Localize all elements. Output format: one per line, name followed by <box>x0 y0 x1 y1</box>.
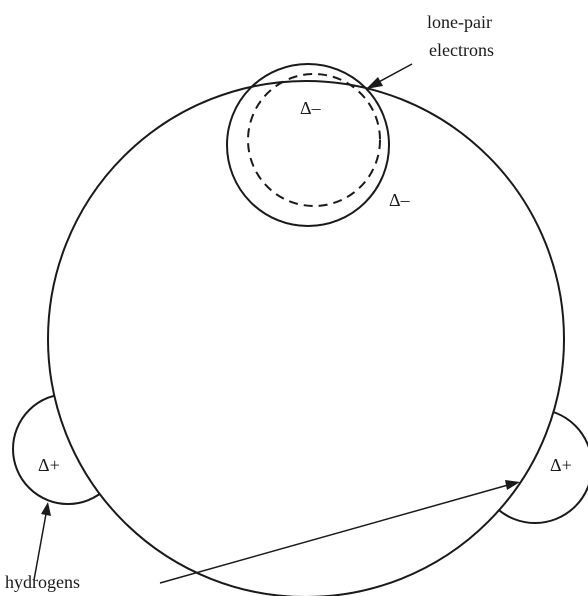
delta-plus-left-label: Δ+ <box>38 455 60 475</box>
left-hydrogen-arrow <box>34 502 51 580</box>
oxygen-sphere <box>48 81 564 596</box>
delta-minus-inner-label: Δ– <box>300 98 322 118</box>
lone-pair-label-line2: electrons <box>429 40 494 60</box>
delta-minus-outer-label: Δ– <box>389 190 411 210</box>
hydrogens-label: hydrogens <box>5 572 80 592</box>
lone-pair-label-line1: lone-pair <box>427 12 492 32</box>
lone-pair-arrow <box>366 64 412 89</box>
delta-plus-right-label: Δ+ <box>550 455 572 475</box>
